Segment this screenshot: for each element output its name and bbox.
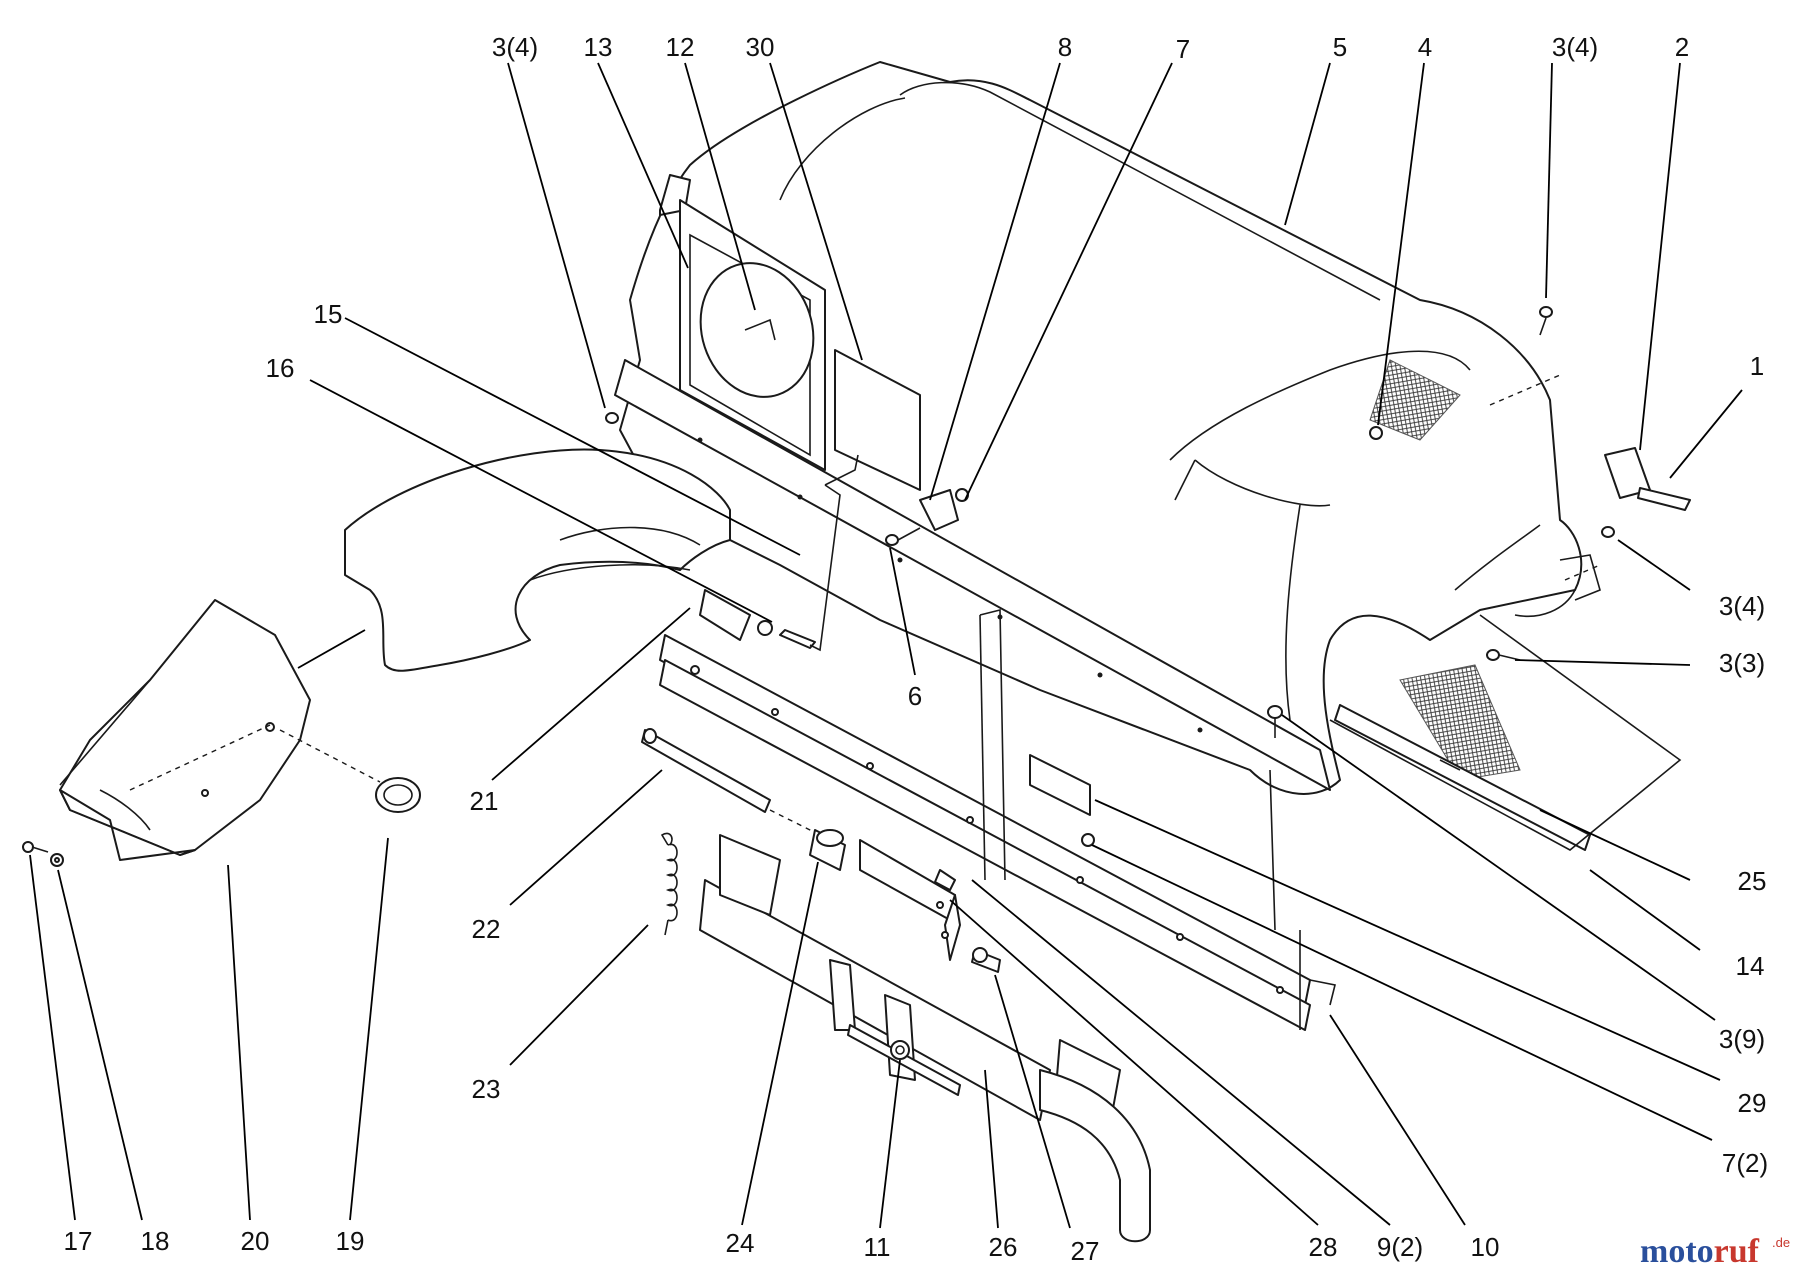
bracket-part	[859, 839, 961, 961]
callout-2: 2	[1675, 32, 1689, 62]
callout-5: 5	[1333, 32, 1347, 62]
callout-3-3: 3(3)	[1719, 648, 1765, 678]
callout-3-9: 3(9)	[1719, 1024, 1765, 1054]
hardware-parts	[605, 306, 1691, 847]
callout-19: 19	[336, 1226, 365, 1256]
callout-26: 26	[989, 1232, 1018, 1262]
plug-part	[375, 777, 421, 813]
callout-11: 11	[864, 1232, 891, 1262]
watermark-brand-part-a: moto	[1640, 1233, 1714, 1270]
watermark-suffix: .de	[1772, 1235, 1790, 1250]
callout-8: 8	[1058, 32, 1072, 62]
discharge-chute-part	[59, 599, 381, 861]
bushing-part	[809, 829, 846, 871]
callout-28: 28	[1309, 1232, 1338, 1262]
callout-29: 29	[1738, 1088, 1767, 1118]
screw-washer-part	[22, 841, 64, 867]
hood-part	[614, 61, 1682, 851]
callout-6: 6	[908, 681, 922, 711]
callout-15: 15	[314, 299, 343, 329]
motoruf-watermark: motoruf .de	[1640, 1233, 1790, 1270]
lift-assembly-part	[699, 834, 1151, 1243]
callout-25: 25	[1738, 866, 1767, 896]
callout-13: 13	[584, 32, 613, 62]
lever-rod-part	[699, 454, 859, 652]
callout-labels: 3(4) 13 12 30 8 7 5 4 3(4) 2 1 3(4) 3(3)…	[64, 32, 1769, 1266]
spring-part	[660, 832, 678, 936]
callout-23: 23	[472, 1074, 501, 1104]
frame-outline	[979, 608, 1301, 1030]
callout-27: 27	[1071, 1236, 1100, 1266]
callout-3-4-right: 3(4)	[1719, 591, 1765, 621]
callout-9-2: 9(2)	[1377, 1232, 1423, 1262]
callout-21: 21	[470, 786, 499, 816]
callout-17: 17	[64, 1226, 93, 1256]
callout-1: 1	[1750, 351, 1764, 381]
callout-3-4-left: 3(4)	[492, 32, 538, 62]
callout-10: 10	[1471, 1232, 1500, 1262]
callout-7: 7	[1176, 34, 1190, 64]
watermark-brand-part-b: ruf	[1714, 1233, 1760, 1270]
callout-20: 20	[241, 1226, 270, 1256]
callout-4: 4	[1418, 32, 1432, 62]
callout-12: 12	[666, 32, 695, 62]
callout-3-4-top-right: 3(4)	[1552, 32, 1598, 62]
callout-14: 14	[1736, 951, 1765, 981]
callout-22: 22	[472, 914, 501, 944]
callout-30: 30	[746, 32, 775, 62]
callout-7-2: 7(2)	[1722, 1148, 1768, 1178]
callout-16: 16	[266, 353, 295, 383]
callout-18: 18	[141, 1226, 170, 1256]
callout-24: 24	[726, 1228, 755, 1258]
leader-lines	[29, 62, 1743, 1229]
left-fender-part	[344, 448, 731, 672]
watermark-brand: motoruf	[1640, 1233, 1760, 1270]
bolt-part	[971, 947, 1001, 973]
shaft-part	[641, 728, 821, 836]
